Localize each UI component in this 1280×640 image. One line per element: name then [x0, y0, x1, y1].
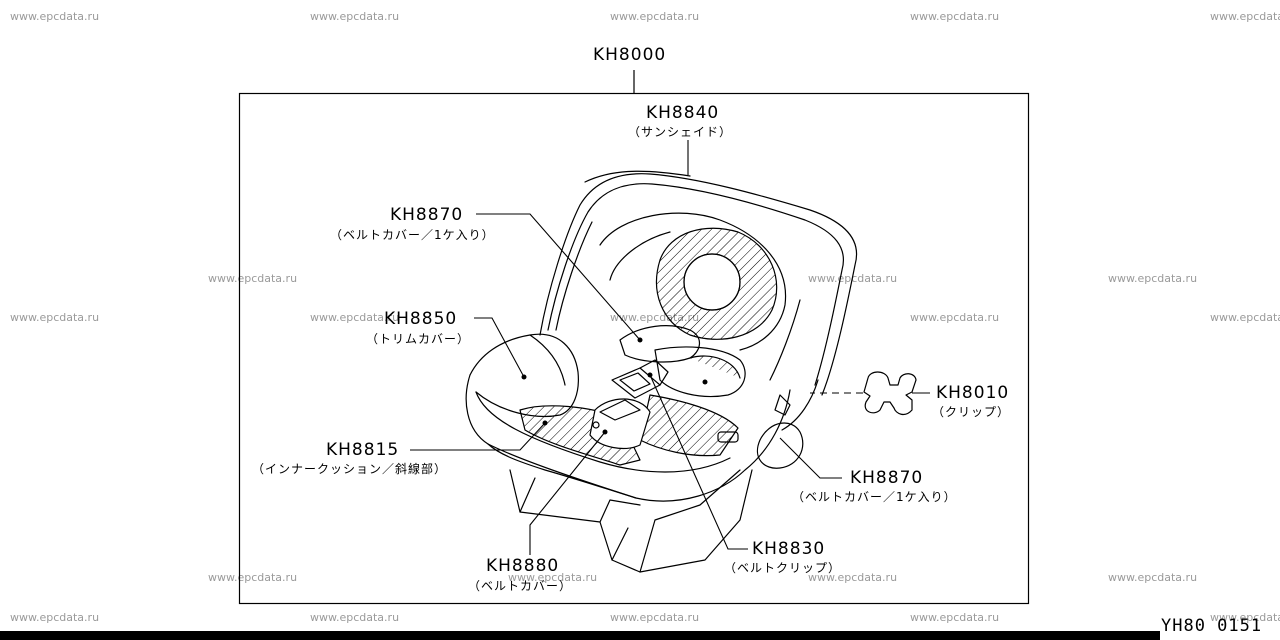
clip-part-drawing: [863, 371, 917, 416]
part-code-label: KH8870: [850, 468, 924, 488]
assembly-code-label: KH8000: [593, 45, 667, 65]
watermark: www.epcdata.ru: [1210, 311, 1280, 324]
part-name-label: （ベルトクリップ）: [724, 561, 842, 575]
part-name-label: （ベルトカバー）: [468, 579, 573, 593]
part-name-label: （ベルトカバー／1ケ入り）: [792, 490, 957, 504]
watermark: www.epcdata.ru: [1210, 611, 1280, 624]
baby-seat-drawing: [465, 170, 857, 573]
diagram-frame: [238, 92, 1030, 605]
watermark: www.epcdata.ru: [208, 571, 298, 584]
watermark: www.epcdata.ru: [610, 10, 700, 23]
part-name-label: （インナークッション／斜線部）: [252, 462, 448, 476]
watermark: www.epcdata.ru: [910, 10, 1000, 23]
part-name-label: （トリムカバー）: [366, 332, 471, 346]
part-name-label: （ベルトカバー／1ケ入り）: [330, 228, 495, 242]
watermark: www.epcdata.ru: [1108, 571, 1198, 584]
part-code-label: KH8870: [390, 205, 464, 225]
part-name-label: （クリップ）: [932, 405, 1011, 419]
watermark: www.epcdata.ru: [910, 311, 1000, 324]
leader-lines: [410, 140, 930, 555]
figure-reference: YH80 0151: [1161, 616, 1263, 636]
part-code-label: KH8840: [646, 103, 720, 123]
watermark: www.epcdata.ru: [10, 611, 100, 624]
watermark: www.epcdata.ru: [310, 10, 400, 23]
part-code-label: KH8815: [326, 440, 400, 460]
watermark: www.epcdata.ru: [10, 311, 100, 324]
part-code-label: KH8010: [936, 383, 1010, 403]
watermark: www.epcdata.ru: [310, 311, 400, 324]
watermark: www.epcdata.ru: [508, 571, 598, 584]
watermark: www.epcdata.ru: [310, 611, 400, 624]
part-code-label: KH8880: [486, 556, 560, 576]
watermark: www.epcdata.ru: [10, 10, 100, 23]
bottom-rule: [0, 631, 1160, 640]
part-code-label: KH8850: [384, 309, 458, 329]
watermark: www.epcdata.ru: [1108, 272, 1198, 285]
watermark: www.epcdata.ru: [610, 611, 700, 624]
watermark: www.epcdata.ru: [910, 611, 1000, 624]
leader-dots: [521, 337, 708, 435]
part-name-label: （サンシェイド）: [628, 125, 733, 139]
watermark: www.epcdata.ru: [808, 571, 898, 584]
watermark: www.epcdata.ru: [1210, 10, 1280, 23]
watermark: www.epcdata.ru: [208, 272, 298, 285]
part-code-label: KH8830: [752, 539, 826, 559]
